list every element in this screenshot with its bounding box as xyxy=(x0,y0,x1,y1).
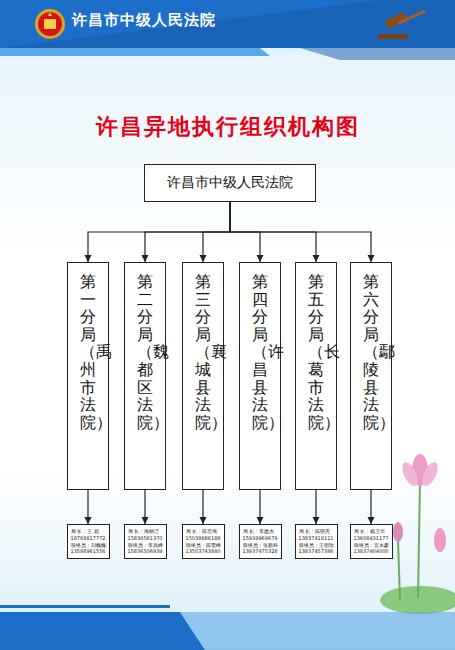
contact-text: 局 长：杨卫华 xyxy=(354,528,389,535)
box-label: 第五分局（长葛市法院） xyxy=(308,273,324,479)
contact-text: 13837419111 xyxy=(299,535,334,542)
contact-box: 局 长：陈宏伟15038686188联络员：陈雷峰13503743880 xyxy=(182,524,225,559)
contact-text: 联络员：王明玫 xyxy=(299,542,334,549)
box-label: 第四分局（许昌县法院） xyxy=(252,273,268,479)
box-label: 许昌市中级人民法院 xyxy=(167,174,293,192)
branch-box: 第三分局（襄城县法院） xyxy=(182,262,224,490)
court-emblem xyxy=(35,9,65,39)
box-label: 第六分局（鄢陵县法院） xyxy=(363,273,379,479)
branch-box: 第四分局（许昌县法院） xyxy=(239,262,281,490)
connector xyxy=(370,490,371,524)
box-label: 第二分局（魏都区法院） xyxy=(137,273,153,479)
contact-text: 15038686188 xyxy=(186,535,221,542)
connector xyxy=(144,490,145,524)
contact-text: 18768817772 xyxy=(71,535,106,542)
box-label: 第三分局（襄城县法院） xyxy=(195,273,211,479)
contact-text: 局 长：王 超 xyxy=(71,528,106,535)
contact-text: 15939969679 xyxy=(243,535,278,542)
contact-box: 局 长：杨卫华13608431177联络员：宫永豪13837404000 xyxy=(350,524,393,559)
contact-text: 联络员：李高峰 xyxy=(128,542,163,549)
contact-text: 局 长：陈宏伟 xyxy=(186,528,221,535)
contact-text: 局 长：李建杰 xyxy=(243,528,278,535)
court-box: 许昌市中级人民法院 xyxy=(144,164,316,202)
contact-text: 13937475328 xyxy=(243,548,278,555)
diagram-title: 许昌异地执行组织机构图 xyxy=(0,112,455,142)
connector xyxy=(88,202,230,262)
contact-text: 13503743880 xyxy=(186,548,221,555)
contact-text: 15836561370 xyxy=(128,535,163,542)
connector xyxy=(203,202,230,262)
contact-box: 局 长：王 超18768817772联络员：刘巍巍13598961556 xyxy=(67,524,110,559)
contact-text: 联络员：张新科 xyxy=(243,542,278,549)
gavel-icon xyxy=(378,9,426,39)
contact-text: 13837457386 xyxy=(299,548,334,555)
header-shade xyxy=(0,0,455,60)
branch-box: 第六分局（鄢陵县法院） xyxy=(350,262,392,490)
connector xyxy=(202,490,203,524)
branch-box: 第二分局（魏都区法院） xyxy=(124,262,166,490)
header-label: 许昌市中级人民法院 xyxy=(72,11,216,30)
contact-text: 13598961556 xyxy=(71,548,106,555)
contact-text: 局 长：海丽洁 xyxy=(128,528,163,535)
connector xyxy=(145,202,230,262)
contact-text: 15836506939 xyxy=(128,548,163,555)
footer-band-light xyxy=(180,612,455,650)
branch-box: 第一分局（禹州市法院） xyxy=(67,262,109,490)
contact-box: 局 长：李建杰15939969679联络员：张新科13937475328 xyxy=(239,524,282,559)
box-label: 第一分局（禹州市法院） xyxy=(80,273,96,479)
contact-text: 局 长：陈明亮 xyxy=(299,528,334,535)
contact-box: 局 长：陈明亮13837419111联络员：王明玫13837457386 xyxy=(295,524,338,559)
footer-stripe xyxy=(0,605,170,608)
connector xyxy=(259,490,260,524)
contact-box: 局 长：海丽洁15836561370联络员：李高峰15836506939 xyxy=(124,524,167,559)
connector xyxy=(87,490,88,524)
connector xyxy=(230,202,371,262)
footer-band xyxy=(0,612,205,650)
connector xyxy=(315,490,316,524)
branch-box: 第五分局（长葛市法院） xyxy=(295,262,337,490)
contact-text: 13608431177 xyxy=(354,535,389,542)
contact-text: 联络员：刘巍巍 xyxy=(71,542,106,549)
contact-text: 联络员：陈雷峰 xyxy=(186,542,221,549)
contact-text: 联络员：宫永豪 xyxy=(354,542,389,549)
contact-text: 13837404000 xyxy=(354,548,389,555)
header-stripe xyxy=(0,48,270,56)
